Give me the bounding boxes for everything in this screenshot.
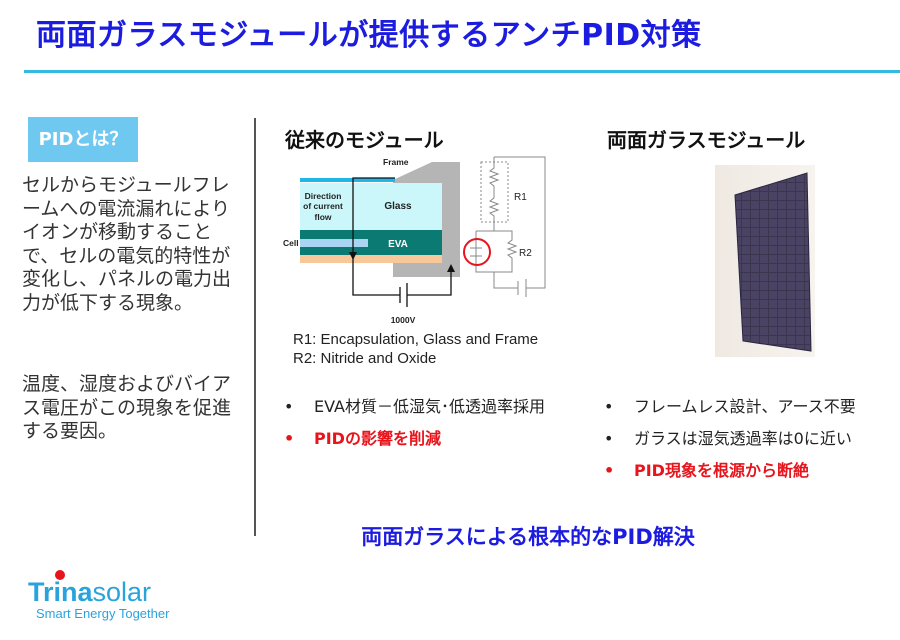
slide-title: 両面ガラスモジュールが提供するアンチPID対策	[36, 18, 702, 53]
logo-dot	[55, 570, 65, 580]
bifacial-bullet-highlight: •PID現象を根源から断絶	[604, 461, 809, 480]
conventional-bullet: •EVA材質－低湿気･低透過率採用	[284, 397, 545, 416]
arrow-up-icon	[447, 264, 455, 272]
title-underline	[24, 70, 900, 73]
bifacial-module-heading: 両面ガラスモジュール	[607, 128, 806, 152]
direction-label-3: flow	[315, 212, 332, 222]
pid-definition-text: セルからモジュールフレームへの電流漏れによりイオンが移動することで、セルの電気的…	[22, 174, 232, 314]
direction-label-2: of current	[303, 201, 343, 211]
trina-solar-logo: Trinasolar Smart Energy Together	[28, 570, 170, 621]
glass-layer	[300, 183, 442, 230]
eva-label: EVA	[388, 239, 408, 250]
r2-label: R2	[519, 248, 532, 259]
frame-label: Frame	[383, 157, 409, 167]
bifacial-panel-image	[715, 165, 815, 357]
solar-panel-icon	[734, 172, 812, 352]
pid-definition-badge: PIDとは？	[28, 117, 138, 162]
logo-brand-bold: Trina	[28, 577, 93, 607]
r1-label: R1	[514, 192, 527, 203]
cell-layer	[300, 239, 368, 247]
r2-caption: R2: Nitride and Oxide	[293, 350, 437, 367]
conventional-bullet-highlight: •PIDの影響を削減	[284, 429, 441, 448]
direction-label-1: Direction	[305, 191, 342, 201]
capacitor-highlight	[463, 238, 491, 266]
glass-label: Glass	[384, 201, 412, 212]
backsheet-layer	[300, 255, 442, 263]
cell-label: Cell	[283, 238, 299, 248]
pid-factors-text: 温度、湿度およびバイアス電圧がこの現象を促進する要因。	[22, 373, 232, 442]
current-path	[352, 177, 452, 307]
r1-caption: R1: Encapsulation, Glass and Frame	[293, 331, 539, 348]
logo-tagline: Smart Energy Together	[36, 606, 170, 621]
equivalent-circuit	[470, 156, 546, 297]
conventional-module-heading: 従来のモジュール	[285, 128, 444, 152]
voltage-label: 1000V	[391, 315, 416, 325]
bifacial-bullet: •フレームレス設計、アース不要	[604, 397, 856, 416]
bifacial-bullet: •ガラスは湿気透過率は0に近い	[604, 429, 852, 448]
arrow-down-icon	[349, 252, 357, 260]
top-strip	[300, 178, 395, 182]
column-divider	[254, 118, 256, 536]
conclusion-text: 両面ガラスによる根本的なPID解決	[361, 525, 695, 549]
logo-brand-light: solar	[92, 577, 152, 607]
